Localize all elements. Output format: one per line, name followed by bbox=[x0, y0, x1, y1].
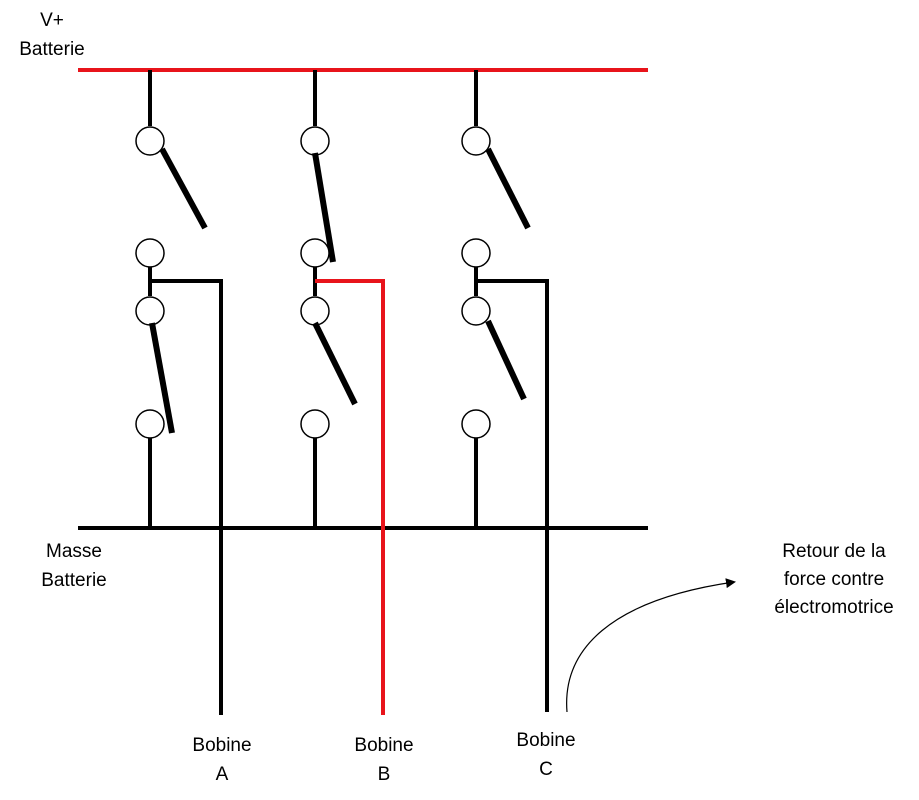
low-side-b-contact-top bbox=[300, 296, 330, 326]
high-side-a-switch-blade bbox=[159, 147, 208, 230]
high-side-b-contact-bottom bbox=[300, 238, 330, 268]
low-side-c-switch-blade bbox=[485, 319, 527, 401]
low-side-b-switch-blade bbox=[312, 321, 358, 406]
coil-b-label-line1: Bobine bbox=[354, 735, 413, 756]
high-side-c-contact-top bbox=[461, 126, 491, 156]
low-side-c-contact-top bbox=[461, 296, 491, 326]
high-side-a-contact-top bbox=[135, 126, 165, 156]
coil-c-label-line1: Bobine bbox=[516, 730, 575, 751]
coil-a-label-line2: A bbox=[216, 764, 229, 785]
coil-c-wire bbox=[476, 279, 549, 712]
ground-label-line1: Masse bbox=[46, 541, 102, 562]
high-side-b-switch-blade bbox=[312, 152, 336, 263]
coil-c-label-line2: C bbox=[539, 759, 553, 780]
ground-label-line2: Batterie bbox=[41, 570, 106, 591]
coil-a-label-line1: Bobine bbox=[192, 735, 251, 756]
coil-a-wire bbox=[150, 279, 223, 715]
coil-b-wire bbox=[315, 279, 385, 715]
leg-b bbox=[300, 70, 385, 715]
back-emf-label-line2: force contre bbox=[784, 569, 884, 590]
coil-b-label-line2: B bbox=[378, 764, 391, 785]
high-side-b-contact-top bbox=[300, 126, 330, 156]
vplus-label-line2: Batterie bbox=[19, 39, 84, 60]
high-side-c-switch-blade bbox=[485, 147, 531, 230]
leg-a bbox=[135, 70, 223, 715]
back-emf-label-line1: Retour de la bbox=[782, 541, 886, 562]
low-side-b-contact-bottom bbox=[300, 409, 330, 439]
low-side-a-switch-blade bbox=[149, 322, 175, 434]
vplus-label-line1: V+ bbox=[40, 10, 64, 31]
low-side-c-contact-bottom bbox=[461, 409, 491, 439]
back-emf-label-line3: électromotrice bbox=[774, 597, 893, 618]
low-side-a-contact-top bbox=[135, 296, 165, 326]
low-side-a-contact-bottom bbox=[135, 409, 165, 439]
high-side-a-contact-bottom bbox=[135, 238, 165, 268]
leg-c bbox=[461, 70, 549, 712]
back-emf-arrow bbox=[566, 578, 736, 713]
high-side-c-contact-bottom bbox=[461, 238, 491, 268]
